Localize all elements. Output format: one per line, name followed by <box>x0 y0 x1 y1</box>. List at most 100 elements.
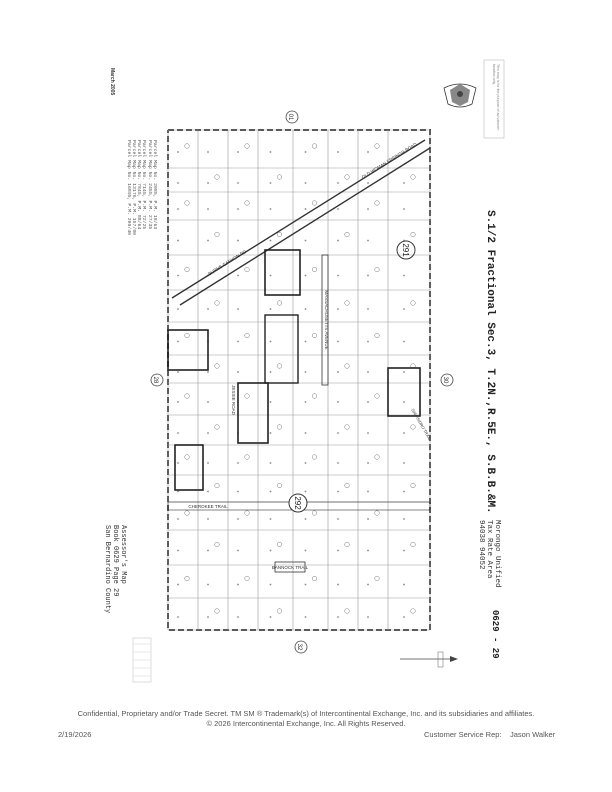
parcel-circle <box>410 541 416 548</box>
section-number-01: 01 <box>287 114 293 121</box>
section-circle-30: 30 <box>440 373 454 387</box>
street-label-massachusetts: MASSACHUSETTS AVENUE <box>324 290 329 349</box>
parcel-circle <box>410 424 416 430</box>
parcel-circle <box>311 332 318 339</box>
assessor-map-sheet: 291 292 01 28 30 32 OLD WOMAN SPRINGS RO… <box>103 59 505 683</box>
street-label-burns-canyon: BURNS CANYON RD <box>207 249 248 277</box>
parcel-mark <box>177 151 179 153</box>
parcel-circle <box>214 231 220 238</box>
parcel-circle <box>344 482 350 489</box>
footer-date: 2/19/2026 <box>58 730 92 739</box>
district-line: Morongo Unified <box>493 520 501 588</box>
footer-confidential: Confidential, Proprietary and/or Trade S… <box>77 709 535 718</box>
parcel-mark <box>237 549 239 552</box>
parcel-circle <box>311 575 318 582</box>
parcel-circle <box>410 482 416 489</box>
parcel-circle <box>184 510 190 516</box>
parcel-block-left <box>167 329 209 371</box>
disclaimer-box <box>483 59 505 139</box>
parcel-mark <box>403 371 405 373</box>
parcel-mark <box>367 308 369 310</box>
parcel-mark <box>237 182 239 184</box>
parcel-circle <box>214 541 220 548</box>
parcel-mark <box>269 518 272 520</box>
parcel-mark <box>237 208 239 210</box>
parcel-mark <box>269 308 272 310</box>
parcel-mark <box>337 462 339 464</box>
parcel-circle <box>244 143 250 149</box>
parcel-mark <box>403 518 405 520</box>
parcel-mark <box>304 274 307 277</box>
parcel-map-note: Parcel Map No. 13176, P.M. 157/80 <box>130 140 136 235</box>
parcel-mark <box>237 371 239 373</box>
parcel-mark <box>367 432 369 434</box>
parcel-circle <box>184 266 190 273</box>
parcel-mark <box>207 239 209 242</box>
parcel-mark <box>403 308 405 310</box>
section-number-28: 28 <box>152 377 158 384</box>
parcel-mark <box>403 182 405 184</box>
book-circle-291: 291 <box>396 240 416 260</box>
parcel-mark <box>237 151 239 153</box>
footer-copyright: © 2026 Intercontinental Exchange, Inc. A… <box>206 719 406 728</box>
parcel-mark <box>304 549 307 552</box>
parcel-mark <box>237 308 239 310</box>
parcel-circle <box>276 174 283 180</box>
parcel-mark <box>304 462 307 464</box>
book-line: Assessor's Map <box>119 525 127 584</box>
parcel-circle <box>374 143 380 149</box>
parcel-mark <box>269 401 272 403</box>
parcel-circle <box>374 575 380 582</box>
parcel-mark <box>367 340 369 343</box>
parcel-mark <box>177 549 179 552</box>
parcel-mark <box>237 239 239 242</box>
parcel-mark <box>269 432 272 434</box>
map-title: S.1/2 Fractional Sec.3, T.2N.,R.5E., S.B… <box>484 210 496 514</box>
parcel-mark <box>367 151 369 153</box>
parcel-mark <box>304 490 307 493</box>
parcel-mark <box>237 583 239 586</box>
parcel-circle <box>344 541 350 548</box>
parcel-map-note: Parcel Map No. 7845, P.M. 88/64 <box>136 140 142 230</box>
parcel-mark <box>337 208 339 210</box>
parcel-mark <box>367 239 369 242</box>
parcel-circle <box>374 200 380 206</box>
parcel-circle <box>276 300 283 306</box>
parcel-mark <box>177 616 179 618</box>
parcel-mark <box>337 340 339 343</box>
parcel-mark <box>367 182 369 184</box>
parcel-circle <box>410 608 416 614</box>
parcel-mark <box>269 274 272 277</box>
parcel-circle <box>311 454 318 460</box>
parcel-circle <box>311 393 318 399</box>
parcel-mark <box>304 401 307 403</box>
book-circle-292: 292 <box>288 493 308 513</box>
parcel-map-note: Parcel Map No. 2455, P.M. 27/35 <box>146 140 152 230</box>
parcel-mark <box>337 518 339 520</box>
parcel-mark <box>207 182 209 184</box>
parcel-circle <box>344 608 350 614</box>
parcel-mark <box>207 371 209 373</box>
parcel-mark <box>337 182 339 184</box>
parcel-circle <box>374 510 380 516</box>
parcel-circle <box>244 575 250 582</box>
parcel-circle <box>214 174 220 180</box>
parcel-mark <box>337 274 339 277</box>
county-seal <box>443 83 477 108</box>
book-line: Book 0629 Page 29 <box>111 525 119 597</box>
parcel-mark <box>207 549 209 552</box>
parcel-circle <box>244 266 250 273</box>
parcel-block-mid <box>264 314 299 384</box>
parcel-mark <box>337 239 339 242</box>
parcel-circle <box>410 231 416 238</box>
parcel-circle <box>214 608 220 614</box>
parcel-mark <box>269 549 272 552</box>
parcel-mark <box>403 583 405 586</box>
parcel-grid <box>167 129 431 631</box>
parcel-circle <box>410 300 416 306</box>
parcel-mark <box>207 432 209 434</box>
parcel-circle <box>276 482 283 489</box>
footer-rep-label: Customer Service Rep: <box>424 730 502 739</box>
parcel-circle <box>344 231 350 238</box>
street-label-cherokee: CHEROKEE TRAIL <box>188 504 228 509</box>
